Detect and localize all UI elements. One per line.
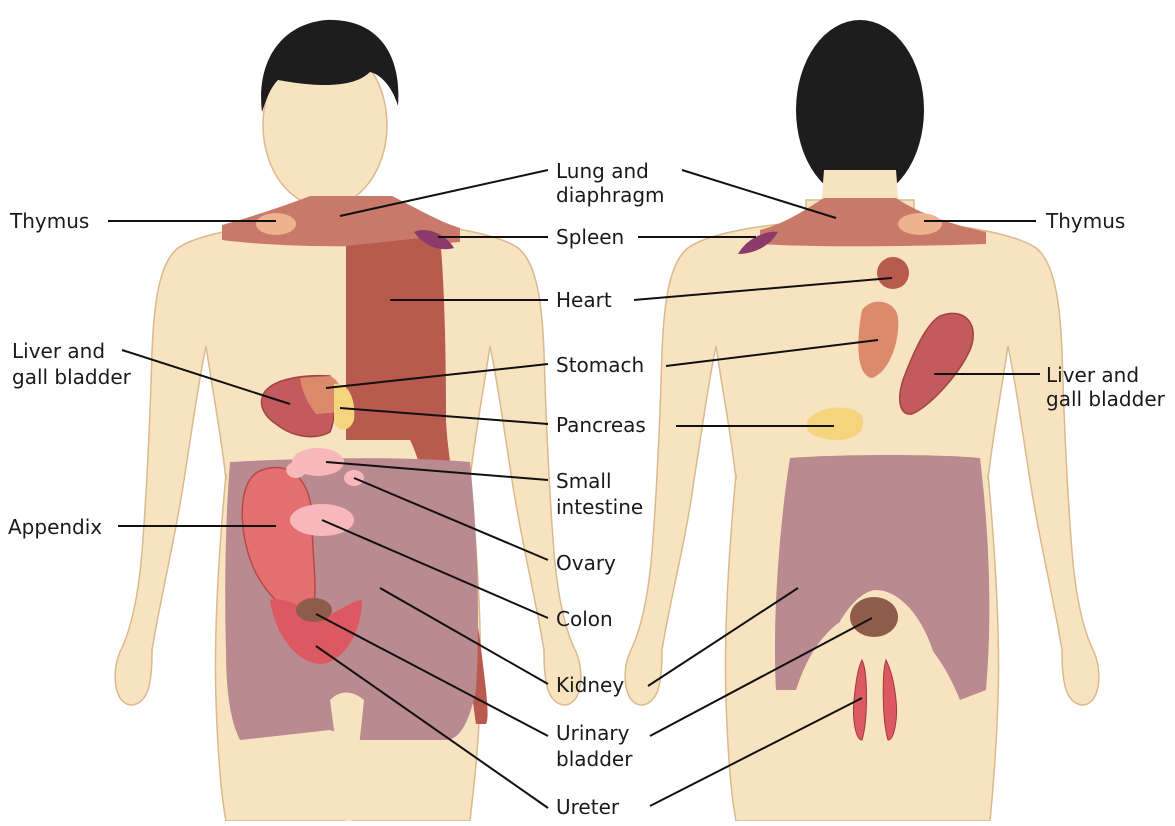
label-liver-right-line2: gall bladder bbox=[1046, 387, 1166, 411]
label-heart: Heart bbox=[556, 288, 612, 312]
label-lung-line1: Lung and bbox=[556, 159, 649, 183]
label-colon: Colon bbox=[556, 607, 613, 631]
front-urinary-bladder-patch bbox=[296, 598, 332, 622]
front-ovary-patch bbox=[286, 462, 306, 478]
label-lung-line2: diaphragm bbox=[556, 183, 665, 207]
label-liver-left-line1: Liver and bbox=[12, 339, 105, 363]
label-small-intestine-line1: Small bbox=[556, 469, 612, 493]
leader-lung-back bbox=[682, 170, 836, 218]
label-kidney: Kidney bbox=[556, 673, 624, 697]
label-liver-left-line2: gall bladder bbox=[12, 365, 132, 389]
label-urinary-bladder-line1: Urinary bbox=[556, 721, 630, 745]
label-ovary: Ovary bbox=[556, 551, 616, 575]
label-thymus-left: Thymus bbox=[9, 209, 89, 233]
label-ureter: Ureter bbox=[556, 795, 620, 819]
label-appendix: Appendix bbox=[8, 515, 102, 539]
label-small-intestine-line2: intestine bbox=[556, 495, 643, 519]
label-pancreas: Pancreas bbox=[556, 413, 646, 437]
back-thymus-patch bbox=[898, 213, 942, 235]
back-figure bbox=[625, 20, 1099, 821]
label-spleen: Spleen bbox=[556, 225, 624, 249]
front-thymus-patch bbox=[256, 213, 296, 235]
back-heart-patch bbox=[877, 257, 909, 289]
label-liver-right-line1: Liver and bbox=[1046, 363, 1139, 387]
back-urinary-bladder-patch bbox=[850, 597, 898, 637]
label-thymus-right: Thymus bbox=[1045, 209, 1125, 233]
label-stomach: Stomach bbox=[556, 353, 644, 377]
label-urinary-bladder-line2: bladder bbox=[556, 747, 633, 771]
